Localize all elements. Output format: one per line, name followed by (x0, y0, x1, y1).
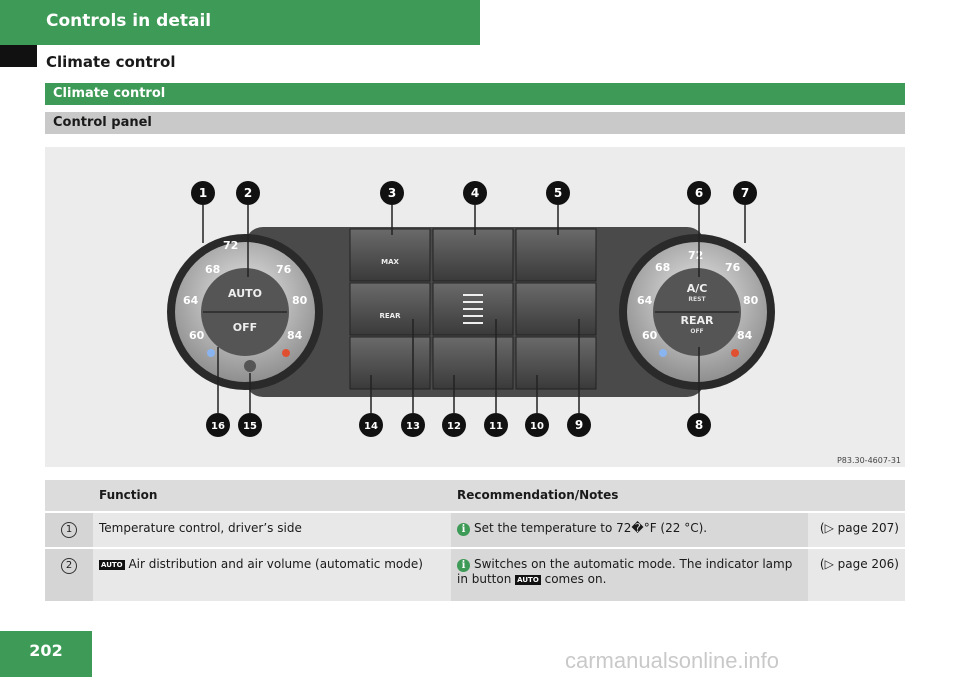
row-number-cell: 2 (45, 549, 93, 601)
subheading-bar: Control panel (45, 112, 905, 134)
svg-text:76: 76 (725, 261, 741, 274)
svg-text:64: 64 (637, 294, 653, 307)
page-number: 202 (29, 641, 63, 660)
svg-text:60: 60 (642, 329, 658, 342)
section-title: Climate control (46, 53, 176, 71)
row-note-end: comes on. (540, 572, 607, 586)
function-table: Function Recommendation/Notes 1 Temperat… (45, 480, 905, 601)
svg-text:7: 7 (741, 186, 749, 200)
row-function-cell: AUTO Air distribution and air volume (au… (93, 549, 451, 601)
heading-bar: Climate control (45, 83, 905, 105)
black-tab (0, 45, 37, 67)
svg-text:REAR: REAR (681, 314, 714, 327)
svg-text:REST: REST (688, 296, 706, 303)
svg-text:68: 68 (655, 261, 670, 274)
row-number: 1 (61, 522, 77, 538)
svg-text:68: 68 (205, 263, 220, 276)
figure-ref: P83.30-4607-31 (837, 456, 901, 465)
chapter-header (0, 0, 480, 45)
control-panel-illustration: MAX REAR 72 68 64 60 76 80 84 AUTO OFF 7… (167, 181, 901, 465)
svg-text:13: 13 (406, 421, 420, 432)
control-panel-figure: MAX REAR 72 68 64 60 76 80 84 AUTO OFF 7… (45, 147, 905, 467)
max-label: MAX (381, 258, 399, 266)
svg-text:15: 15 (243, 421, 257, 432)
info-icon: i (457, 559, 470, 572)
page-reference-link[interactable]: (▷ page 206) (819, 557, 899, 571)
svg-text:AUTO: AUTO (228, 287, 262, 300)
svg-text:80: 80 (292, 294, 308, 307)
svg-text:OFF: OFF (233, 321, 257, 334)
svg-text:12: 12 (447, 421, 461, 432)
svg-text:84: 84 (737, 329, 753, 342)
svg-text:11: 11 (489, 421, 503, 432)
table-header: Function Recommendation/Notes (45, 480, 905, 511)
svg-text:5: 5 (554, 186, 562, 200)
svg-text:8: 8 (695, 418, 703, 432)
table-row: 1 Temperature control, driver’s side i Se… (45, 511, 905, 547)
heading-text: Climate control (53, 86, 166, 101)
svg-text:3: 3 (388, 186, 396, 200)
rear-label: REAR (380, 312, 402, 320)
svg-text:72: 72 (688, 249, 703, 262)
info-icon: i (457, 523, 470, 536)
auto-button-icon: AUTO (515, 574, 541, 585)
svg-text:76: 76 (276, 263, 292, 276)
right-temperature-dial: 72 68 64 60 76 80 84 A/C REST REAR OFF (619, 234, 775, 390)
page-reference-link[interactable]: (▷ page 207) (819, 521, 899, 535)
svg-text:10: 10 (530, 421, 544, 432)
header-cell (45, 480, 93, 511)
svg-text:84: 84 (287, 329, 303, 342)
svg-text:80: 80 (743, 294, 759, 307)
button-grid: MAX REAR (349, 228, 597, 390)
left-temperature-dial: 72 68 64 60 76 80 84 AUTO OFF (167, 234, 323, 390)
svg-text:2: 2 (244, 186, 252, 200)
svg-text:16: 16 (211, 421, 225, 432)
row-function: Air distribution and air volume (automat… (124, 557, 423, 571)
watermark: carmanualsonline.info (565, 648, 780, 673)
chapter-title: Controls in detail (46, 11, 212, 31)
svg-text:64: 64 (183, 294, 199, 307)
svg-text:6: 6 (695, 186, 703, 200)
header-notes: Recommendation/Notes (457, 488, 619, 502)
table-row: 2 AUTO Air distribution and air volume (… (45, 547, 905, 601)
auto-button-icon: AUTO (99, 559, 125, 570)
svg-text:OFF: OFF (690, 328, 703, 335)
row-function: Temperature control, driver’s side (99, 521, 302, 535)
row-note-cell: i Set the temperature to 72�°F (22 °C). (451, 513, 808, 547)
row-number-cell: 1 (45, 513, 93, 547)
page-number-box: 202 (0, 631, 92, 677)
svg-text:72: 72 (223, 239, 238, 252)
header-cell (808, 480, 905, 511)
header-function: Function (99, 488, 158, 502)
row-note: Set the temperature to 72�°F (22 °C). (474, 521, 708, 535)
svg-text:14: 14 (364, 421, 378, 432)
svg-text:4: 4 (471, 186, 479, 200)
svg-text:A/C: A/C (687, 282, 708, 295)
callout-badges: 1 2 3 4 5 6 7 8 9 10 11 12 13 14 15 16 (191, 181, 757, 437)
subheading-text: Control panel (53, 115, 152, 130)
svg-text:60: 60 (189, 329, 205, 342)
row-note: Switches on the automatic mode. The indi… (457, 557, 793, 586)
callout-lines (202, 205, 746, 413)
row-number: 2 (61, 558, 77, 574)
svg-text:9: 9 (575, 418, 583, 432)
svg-text:1: 1 (199, 186, 207, 200)
